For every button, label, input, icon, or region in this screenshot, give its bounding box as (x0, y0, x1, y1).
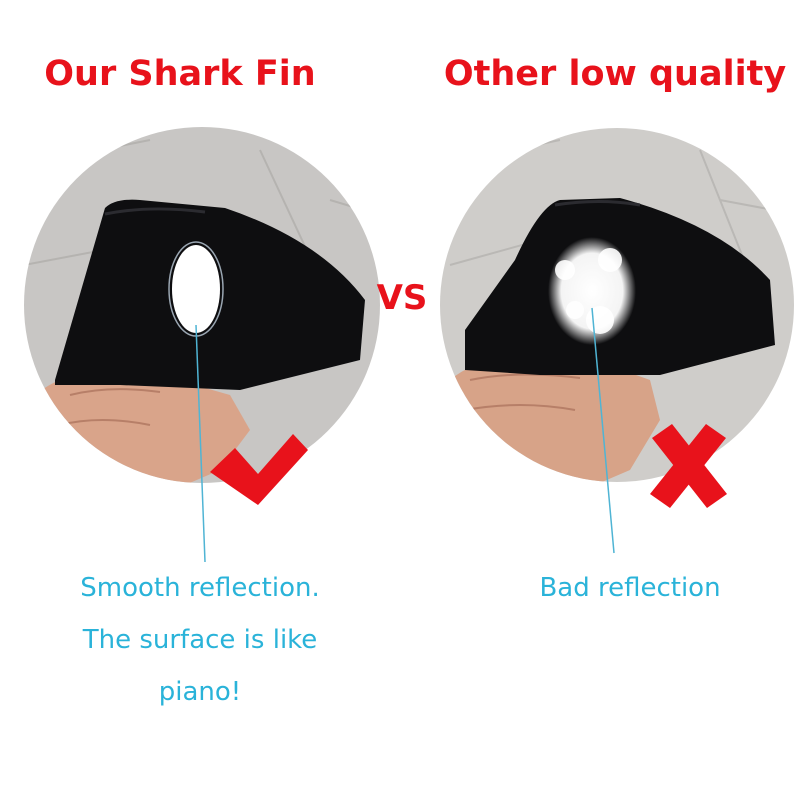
caption-line: The surface is like (82, 625, 318, 655)
heading-our-shark-fin: Our Shark Fin (44, 54, 316, 94)
smooth-glare (172, 245, 220, 333)
caption-line: piano! (158, 677, 242, 707)
bad-fin-photo (440, 128, 794, 482)
pointer-line-left (195, 324, 206, 563)
caption-line: Bad reflection (539, 573, 721, 603)
check-mark-icon (210, 434, 308, 505)
caption-bad-reflection: Bad reflection (450, 562, 800, 614)
pointer-line-right (591, 307, 615, 554)
vs-label: VS (376, 278, 428, 318)
caption-line: Smooth reflection. (80, 573, 320, 603)
caption-smooth-reflection: Smooth reflection. The surface is like p… (20, 562, 380, 718)
good-fin-photo (24, 127, 380, 483)
heading-other-low-quality: Other low quality (443, 54, 787, 94)
cross-mark-icon (650, 424, 727, 508)
